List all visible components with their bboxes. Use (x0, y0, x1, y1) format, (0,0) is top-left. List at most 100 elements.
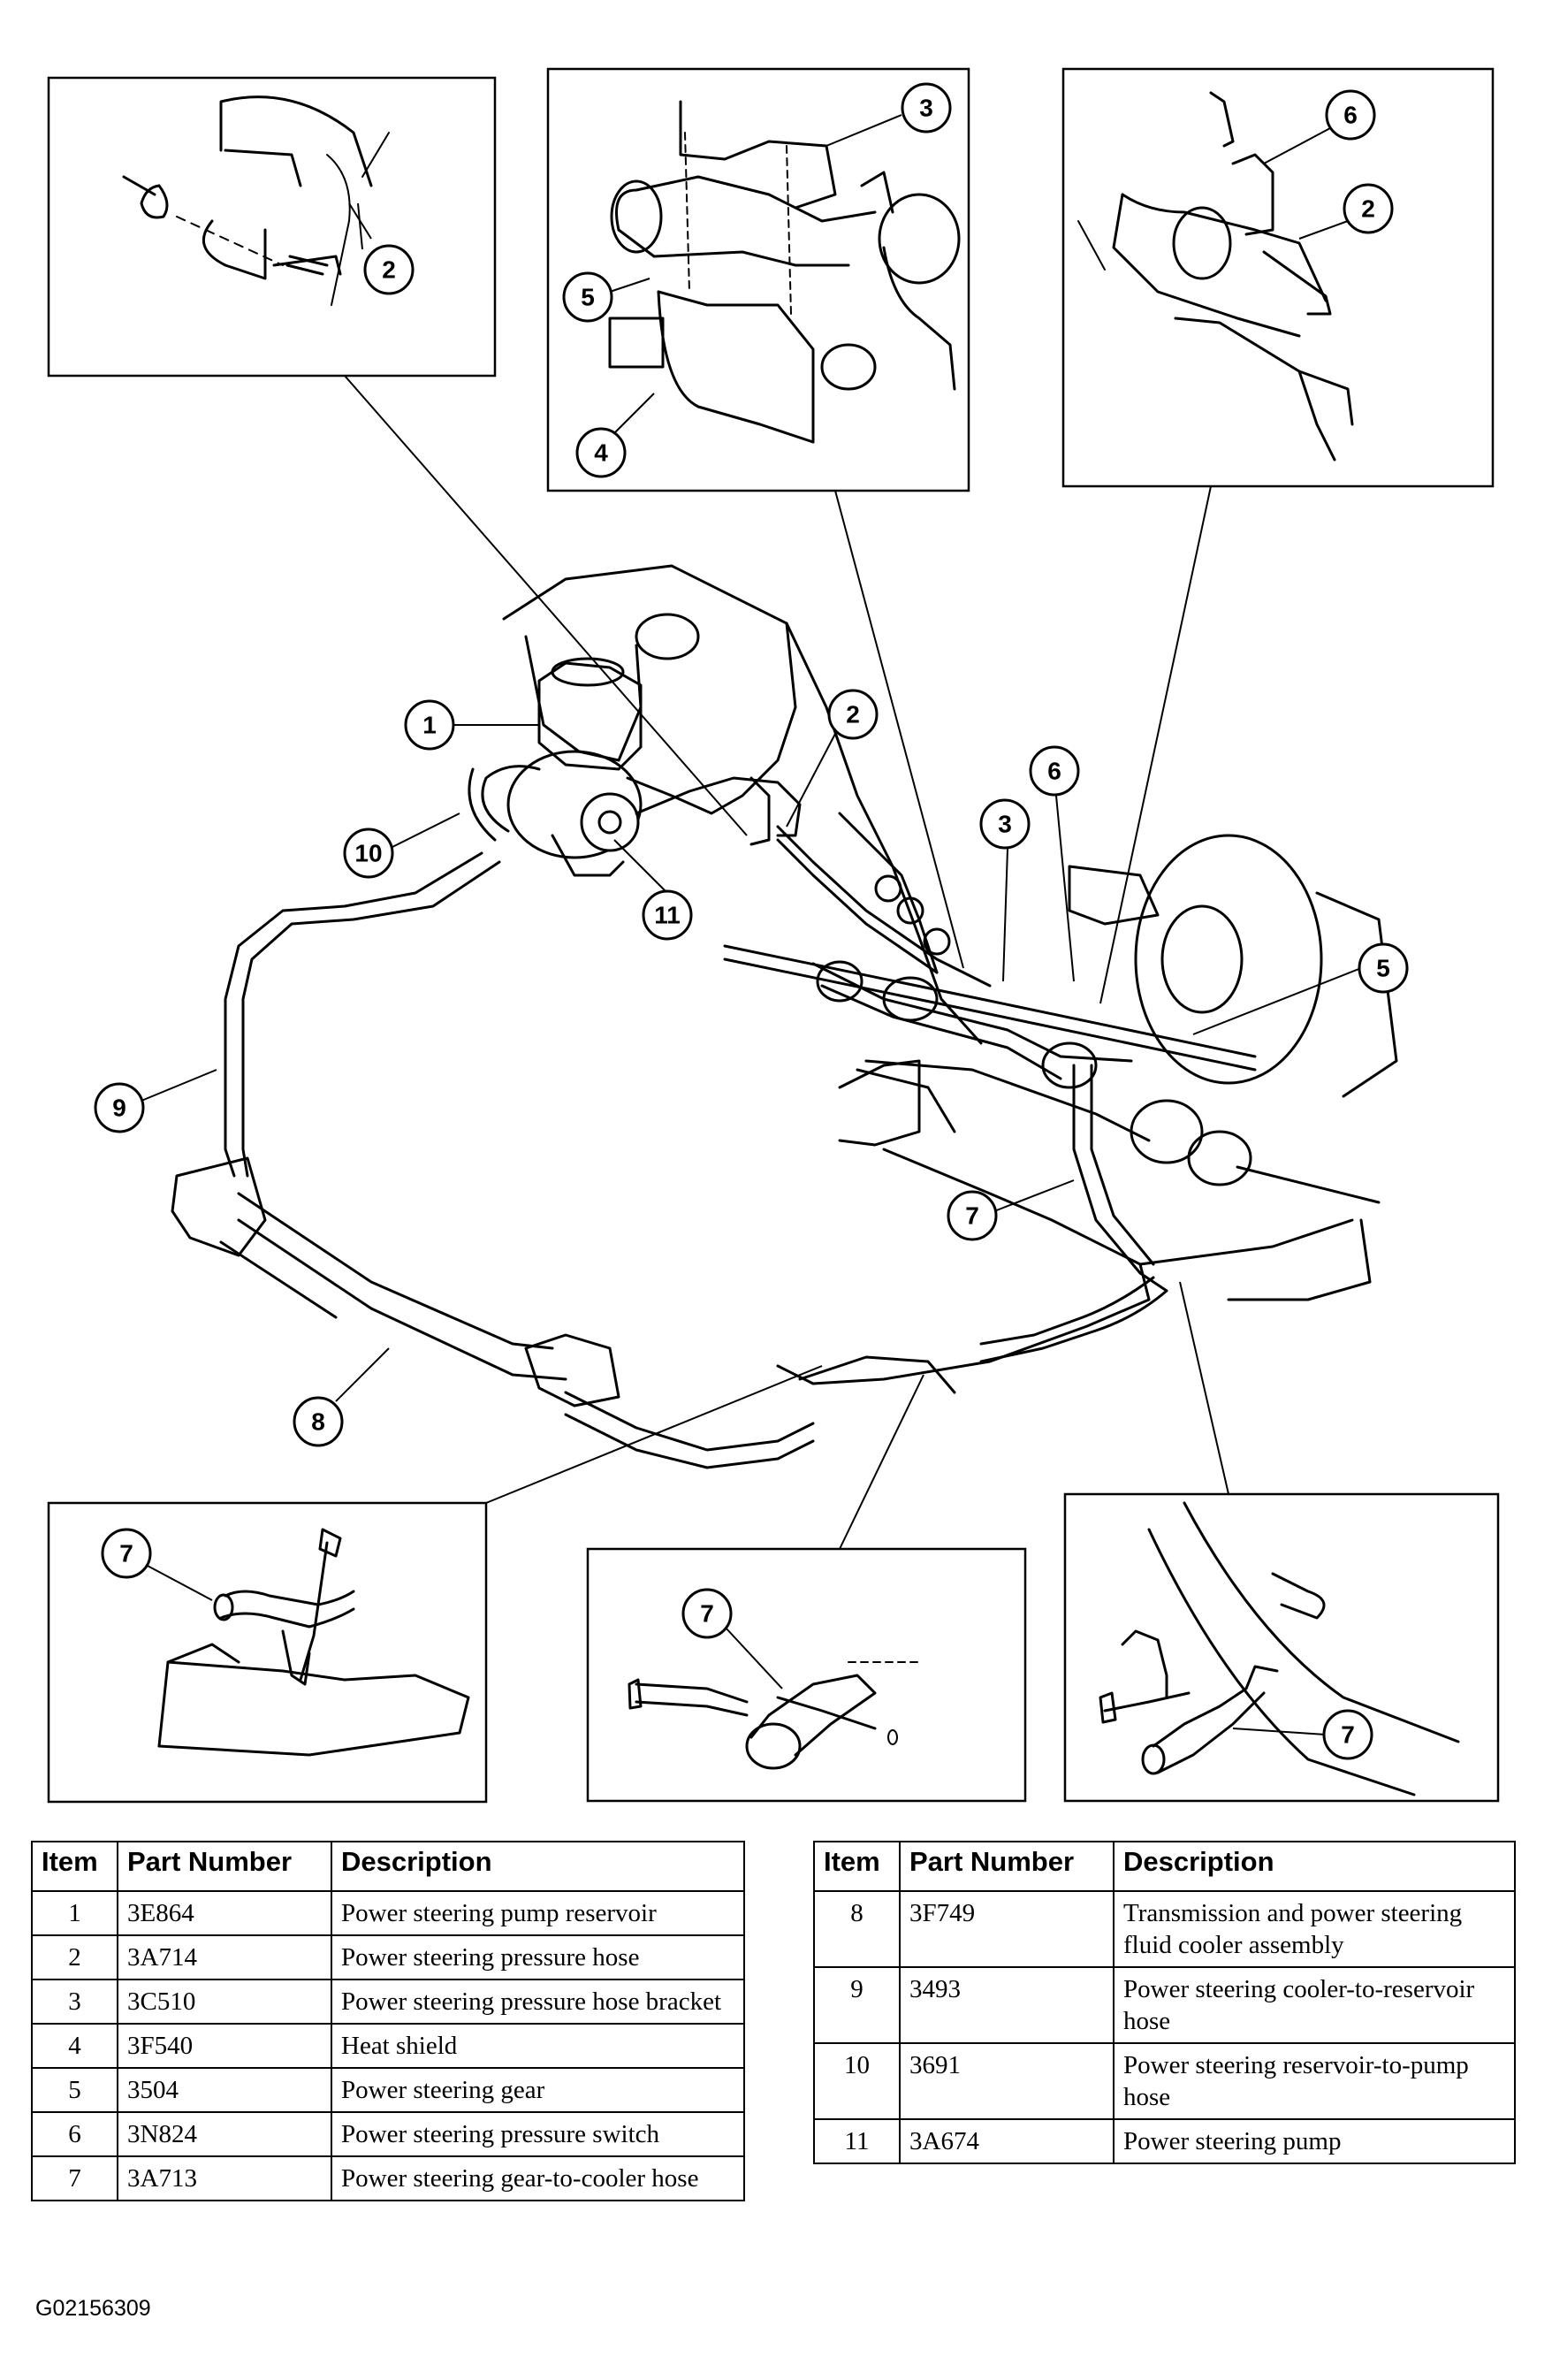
callout-bottom3-7: 7 (1232, 1709, 1373, 1760)
callout-main-7: 7 (947, 1179, 1075, 1241)
callout-bottom1-7: 7 (101, 1528, 213, 1601)
cell-part-number: 3A713 (117, 2155, 332, 2201)
table-row: 8 3F749 Transmission and power steering … (813, 1890, 1516, 1968)
table-row: 4 3F540 Heat shield (31, 2023, 745, 2069)
col-header-description: Description (1113, 1841, 1516, 1892)
callout-label: 7 (965, 1202, 979, 1230)
callout-label: 10 (354, 840, 382, 867)
callout-d3-2: 2 (1298, 183, 1394, 240)
table-header-row: Item Part Number Description (31, 1841, 745, 1892)
callout-label: 8 (311, 1408, 325, 1436)
table-row: 7 3A713 Power steering gear-to-cooler ho… (31, 2155, 745, 2201)
col-header-description: Description (331, 1841, 745, 1892)
callout-label: 2 (846, 701, 860, 728)
detail-box-hose-bracket-middle (586, 1547, 1027, 1803)
detail-box-heat-shield (546, 67, 970, 492)
table-row: 11 3A674 Power steering pump (813, 2118, 1516, 2164)
callout-d2-4: 4 (575, 393, 655, 478)
callout-label: 7 (700, 1600, 714, 1628)
callout-label: 5 (581, 284, 595, 311)
cell-part-number: 3493 (899, 1966, 1115, 2044)
callout-label: 5 (1376, 955, 1390, 982)
parts-table-left: Item Part Number Description 1 3E864 Pow… (31, 1841, 745, 2201)
callout-bottom2-7: 7 (681, 1588, 783, 1690)
cell-item: 11 (813, 2118, 901, 2164)
callout-label: 2 (1361, 195, 1375, 223)
table-row: 5 3504 Power steering gear (31, 2067, 745, 2113)
callout-main-1: 1 (404, 699, 539, 751)
cell-item: 4 (31, 2023, 118, 2069)
cell-item: 9 (813, 1966, 901, 2044)
detail-box-bracket-bolt (47, 76, 497, 378)
detail-box-hose-bracket-right (1063, 1492, 1500, 1803)
callout-label: 11 (654, 902, 681, 929)
cell-description: Power steering pressure switch (331, 2111, 745, 2157)
table-row: 10 3691 Power steering reservoir-to-pump… (813, 2042, 1516, 2120)
callout-d3-6: 6 (1263, 89, 1376, 164)
cell-description: Power steering cooler-to-reservoir hose (1113, 1966, 1516, 2044)
callout-main-6: 6 (1029, 745, 1080, 982)
callout-label: 6 (1343, 102, 1358, 129)
callout-label: 7 (1341, 1721, 1355, 1749)
cell-item: 2 (31, 1934, 118, 1980)
callout-label: 2 (382, 256, 396, 284)
callout-main-2: 2 (786, 689, 879, 828)
cell-description: Transmission and power steering fluid co… (1113, 1890, 1516, 1968)
callout-main-5: 5 (1192, 942, 1409, 1035)
table-row: 2 3A714 Power steering pressure hose (31, 1934, 745, 1980)
cell-part-number: 3C510 (117, 1979, 332, 2025)
cell-item: 1 (31, 1890, 118, 1936)
callout-main-10: 10 (343, 812, 460, 879)
table-row: 6 3N824 Power steering pressure switch (31, 2111, 745, 2157)
callout-label: 9 (112, 1095, 126, 1122)
cell-description: Power steering pressure hose bracket (331, 1979, 745, 2025)
callout-label: 1 (422, 712, 437, 739)
cell-item: 3 (31, 1979, 118, 2025)
cell-part-number: 3E864 (117, 1890, 332, 1936)
callout-d2-5: 5 (562, 271, 650, 323)
cell-item: 10 (813, 2042, 901, 2120)
cell-item: 7 (31, 2155, 118, 2201)
callout-d2-3: 3 (825, 82, 952, 147)
table-row: 3 3C510 Power steering pressure hose bra… (31, 1979, 745, 2025)
main-assembly (171, 564, 1398, 1469)
callout-label: 7 (119, 1540, 133, 1568)
callout-label: 3 (998, 811, 1012, 838)
callout-label: 3 (919, 95, 933, 122)
parts-table-right: Item Part Number Description 8 3F749 Tra… (813, 1841, 1516, 2164)
callout-label: 6 (1047, 758, 1061, 785)
col-header-part-number: Part Number (117, 1841, 332, 1892)
cell-item: 8 (813, 1890, 901, 1968)
cell-part-number: 3A714 (117, 1934, 332, 1980)
cell-description: Heat shield (331, 2023, 745, 2069)
cell-item: 5 (31, 2067, 118, 2113)
cell-description: Power steering pressure hose (331, 1934, 745, 1980)
cell-description: Power steering pump (1113, 2118, 1516, 2164)
table-header-row: Item Part Number Description (813, 1841, 1516, 1892)
figure-id: G02156309 (35, 2296, 151, 2321)
col-header-item: Item (31, 1841, 118, 1892)
callout-main-9: 9 (94, 1069, 217, 1133)
callout-label: 4 (594, 439, 608, 467)
callout-main-11: 11 (613, 839, 693, 941)
cell-description: Power steering gear (331, 2067, 745, 2113)
cell-part-number: 3A674 (899, 2118, 1115, 2164)
callout-main-3: 3 (979, 798, 1031, 982)
callout-d1-2: 2 (357, 202, 415, 295)
cell-part-number: 3F749 (899, 1890, 1115, 1968)
table-row: 1 3E864 Power steering pump reservoir (31, 1890, 745, 1936)
col-header-part-number: Part Number (899, 1841, 1115, 1892)
cell-description: Power steering pump reservoir (331, 1890, 745, 1936)
table-row: 9 3493 Power steering cooler-to-reservoi… (813, 1966, 1516, 2044)
col-header-item: Item (813, 1841, 901, 1892)
cell-part-number: 3N824 (117, 2111, 332, 2157)
cell-part-number: 3F540 (117, 2023, 332, 2069)
callout-main-8: 8 (293, 1347, 390, 1447)
cell-part-number: 3691 (899, 2042, 1115, 2120)
cell-part-number: 3504 (117, 2067, 332, 2113)
cell-item: 6 (31, 2111, 118, 2157)
cell-description: Power steering reservoir-to-pump hose (1113, 2042, 1516, 2120)
cell-description: Power steering gear-to-cooler hose (331, 2155, 745, 2201)
leader-lines (344, 375, 1229, 1550)
